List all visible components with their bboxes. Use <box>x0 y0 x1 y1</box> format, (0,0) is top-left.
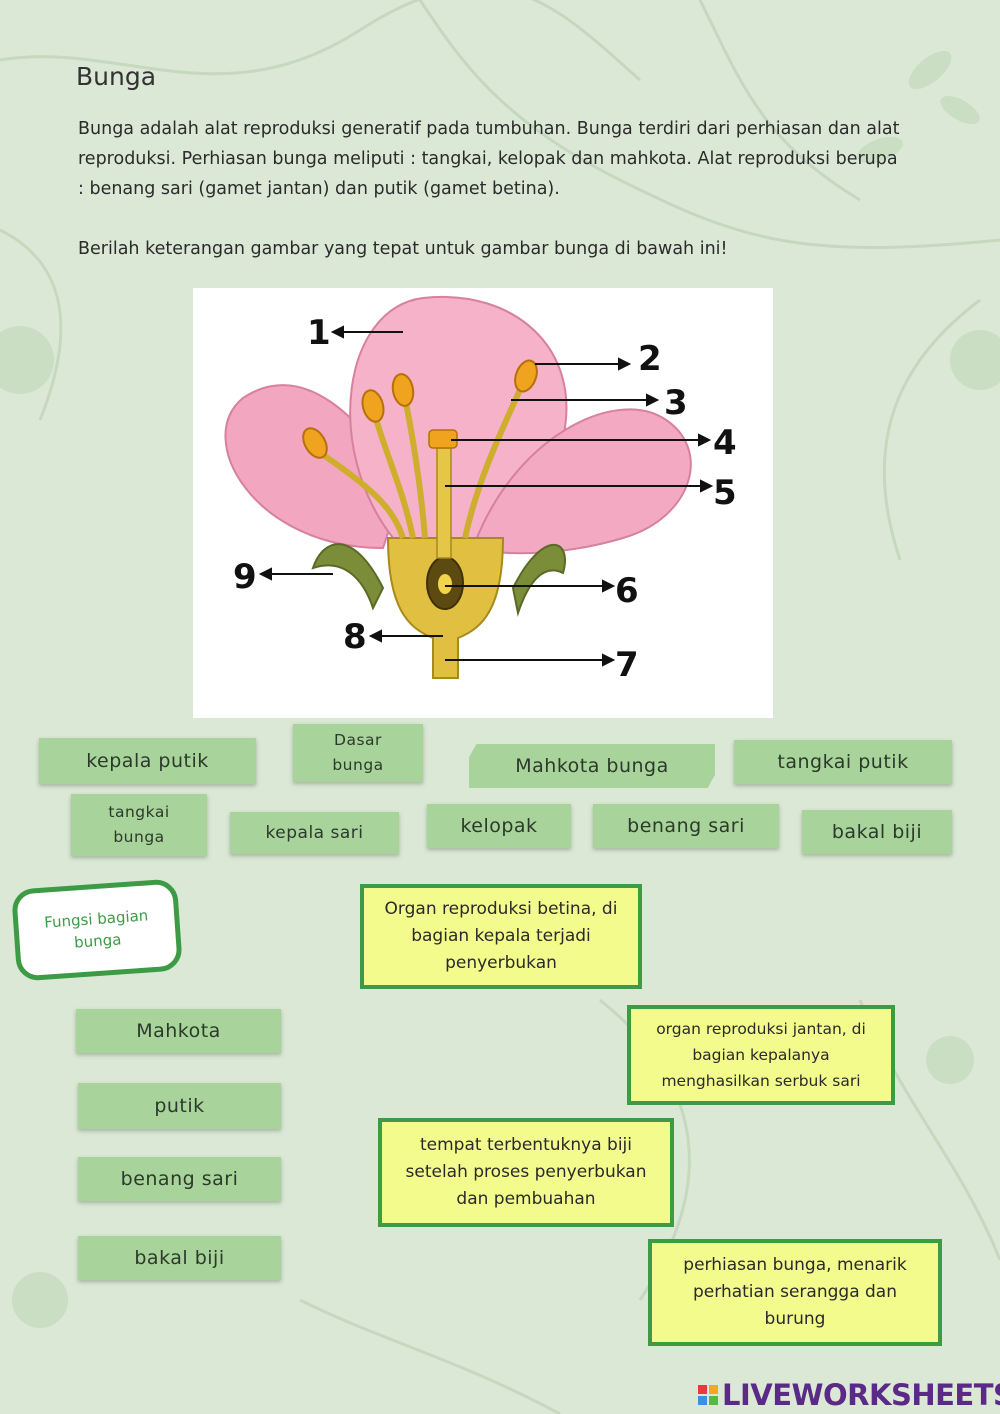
sepal-left <box>311 543 385 611</box>
part-chip-benang-sari[interactable]: benang sari <box>78 1157 281 1201</box>
diagram-number-3: 3 <box>664 383 688 423</box>
pistil-style <box>436 447 452 559</box>
liveworksheets-icon <box>698 1385 718 1405</box>
label-chip-dasar-bunga[interactable]: Dasar bunga <box>293 724 423 782</box>
diagram-number-8: 8 <box>343 617 367 657</box>
fungsi-section-badge-text: Fungsi bagian bunga <box>43 906 149 952</box>
part-chip-putik[interactable]: putik <box>78 1083 281 1129</box>
diagram-number-7: 7 <box>615 645 639 685</box>
function-note-betina[interactable]: Organ reproduksi betina, di bagian kepal… <box>360 884 642 989</box>
label-chip-kepala-sari[interactable]: kepala sari <box>230 812 399 854</box>
diagram-number-1: 1 <box>307 313 331 353</box>
label-chip-tangkai-bunga[interactable]: tangkai bunga <box>71 794 207 856</box>
diagram-number-6: 6 <box>615 571 639 611</box>
label-chip-mahkota-bunga[interactable]: Mahkota bunga <box>469 744 715 788</box>
liveworksheets-wordmark: LIVEWORKSHEETS <box>722 1378 1000 1412</box>
diagram-number-4: 4 <box>713 423 737 463</box>
instruction-text: Berilah keterangan gambar yang tepat unt… <box>78 239 728 259</box>
fungsi-section-badge: Fungsi bagian bunga <box>10 878 184 982</box>
part-chip-mahkota[interactable]: Mahkota <box>76 1009 281 1053</box>
liveworksheets-logo[interactable]: LIVEWORKSHEETS <box>698 1378 1000 1412</box>
part-chip-bakal-biji[interactable]: bakal biji <box>78 1236 281 1280</box>
flower-diagram: 1 2 3 4 5 6 7 8 9 <box>193 288 773 718</box>
function-note-jantan[interactable]: organ reproduksi jantan, di bagian kepal… <box>627 1005 895 1105</box>
function-note-perhiasan[interactable]: perhiasan bunga, menarik perhatian seran… <box>648 1239 942 1346</box>
diagram-number-2: 2 <box>638 339 662 379</box>
intro-paragraph: Bunga adalah alat reproduksi generatif p… <box>78 119 900 199</box>
label-chip-kepala-putik[interactable]: kepala putik <box>39 738 256 784</box>
label-chip-benang-sari[interactable]: benang sari <box>593 804 779 848</box>
label-chip-kelopak[interactable]: kelopak <box>427 804 571 848</box>
label-chip-bakal-biji[interactable]: bakal biji <box>802 810 952 854</box>
label-chip-tangkai-putik[interactable]: tangkai putik <box>734 740 952 784</box>
diagram-number-9: 9 <box>233 557 257 597</box>
diagram-number-5: 5 <box>713 473 737 513</box>
page-title: Bunga <box>76 62 157 91</box>
sepal-right <box>511 543 566 617</box>
function-note-biji[interactable]: tempat terbentuknya biji setelah proses … <box>378 1118 674 1227</box>
flower-illustration: 1 2 3 4 5 6 7 8 9 <box>224 295 737 685</box>
